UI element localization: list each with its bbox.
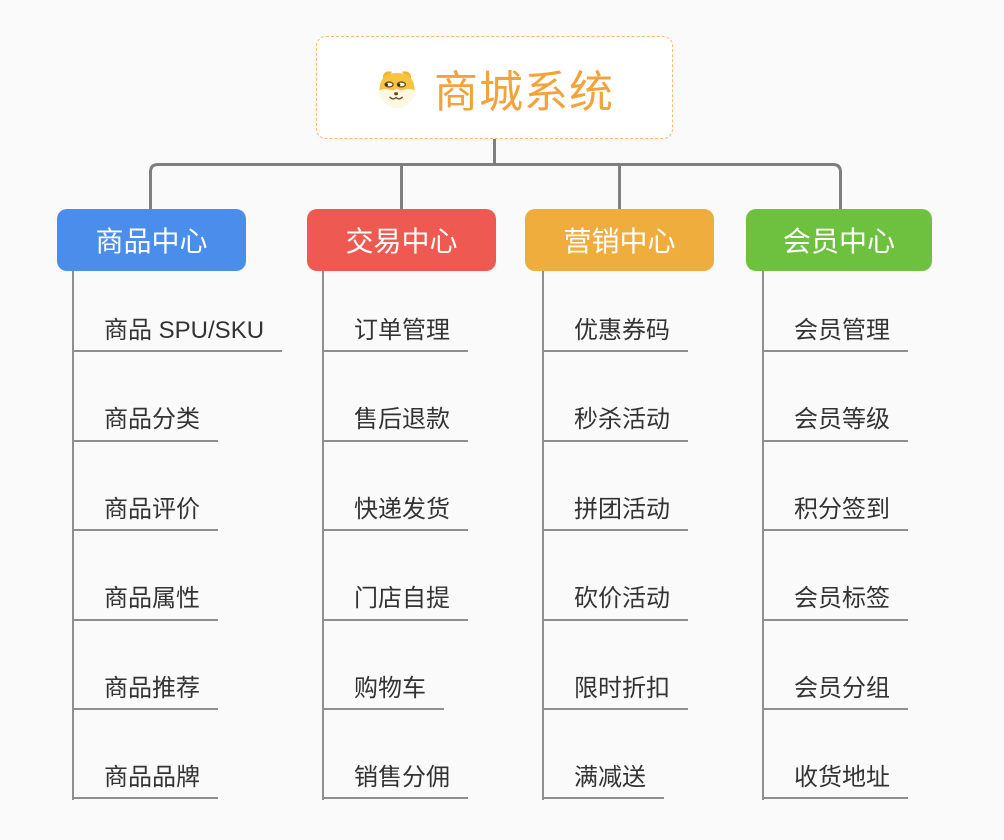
- branch-children-marketing-center: 优惠券码 秒杀活动 拼团活动 砍价活动 限时折扣 满减送: [542, 263, 688, 800]
- child-node-label: 商品推荐: [72, 675, 218, 710]
- child-node[interactable]: 商品评价: [72, 442, 218, 532]
- child-node-label: 商品评价: [72, 496, 218, 532]
- child-node[interactable]: 会员标签: [762, 531, 908, 621]
- root-node[interactable]: 商城系统: [316, 36, 673, 139]
- child-node[interactable]: 优惠券码: [542, 263, 688, 353]
- child-node[interactable]: 销售分佣: [322, 710, 468, 800]
- child-node-label: 商品 SPU/SKU: [72, 317, 283, 353]
- branch-label: 商品中心: [95, 226, 208, 257]
- branch-label: 营销中心: [563, 226, 676, 257]
- child-node[interactable]: 售后退款: [322, 352, 468, 442]
- child-node[interactable]: 订单管理: [322, 263, 468, 353]
- branch-rail-line: [149, 163, 842, 209]
- child-rail-line: [322, 271, 324, 800]
- child-rail-line: [72, 271, 74, 800]
- child-node[interactable]: 砍价活动: [542, 531, 688, 621]
- child-node[interactable]: 积分签到: [762, 442, 908, 532]
- branch-label: 会员中心: [782, 226, 895, 257]
- child-node-label: 门店自提: [322, 585, 468, 621]
- child-node[interactable]: 商品推荐: [72, 621, 218, 710]
- child-rail-line: [762, 271, 764, 800]
- child-node[interactable]: 会员等级: [762, 352, 908, 442]
- branch-children-trade-center: 订单管理 售后退款 快递发货 门店自提 购物车 销售分佣: [322, 263, 468, 800]
- child-node-label: 限时折扣: [542, 675, 688, 710]
- branch-label: 交易中心: [345, 226, 458, 257]
- root-title: 商城系统: [434, 67, 614, 117]
- child-node-label: 积分签到: [762, 496, 908, 532]
- dog-face-icon: [379, 70, 415, 108]
- child-node[interactable]: 商品分类: [72, 352, 218, 442]
- branch-children-member-center: 会员管理 会员等级 积分签到 会员标签 会员分组 收货地址: [762, 263, 908, 800]
- child-node-label: 销售分佣: [322, 764, 468, 800]
- child-node-label: 会员分组: [762, 675, 908, 710]
- child-node-label: 会员等级: [762, 407, 908, 442]
- child-node-label: 订单管理: [322, 317, 468, 353]
- child-node[interactable]: 会员管理: [762, 263, 908, 353]
- child-node[interactable]: 拼团活动: [542, 442, 688, 532]
- branch-node-member-center[interactable]: 会员中心: [746, 209, 932, 271]
- branch-node-trade-center[interactable]: 交易中心: [307, 209, 496, 271]
- child-node[interactable]: 收货地址: [762, 710, 908, 800]
- branch-children-product-center: 商品 SPU/SKU 商品分类 商品评价 商品属性 商品推荐 商品品牌: [72, 263, 283, 800]
- child-node-label: 满减送: [542, 764, 664, 800]
- child-node[interactable]: 商品品牌: [72, 710, 218, 800]
- child-node-label: 商品品牌: [72, 764, 218, 800]
- child-node-label: 收货地址: [762, 764, 908, 800]
- child-node[interactable]: 商品 SPU/SKU: [72, 263, 283, 353]
- child-rail-line: [542, 271, 544, 800]
- child-node-label: 砍价活动: [542, 585, 688, 621]
- child-node[interactable]: 限时折扣: [542, 621, 688, 710]
- child-node[interactable]: 快递发货: [322, 442, 468, 532]
- child-node[interactable]: 秒杀活动: [542, 352, 688, 442]
- child-node-label: 购物车: [322, 675, 444, 710]
- child-node-label: 商品分类: [72, 407, 218, 442]
- child-node-label: 会员标签: [762, 585, 908, 621]
- child-node-label: 拼团活动: [542, 496, 688, 532]
- child-node[interactable]: 会员分组: [762, 621, 908, 710]
- child-node-label: 会员管理: [762, 317, 908, 353]
- branch-node-marketing-center[interactable]: 营销中心: [525, 209, 714, 271]
- child-node[interactable]: 门店自提: [322, 531, 468, 621]
- child-node[interactable]: 购物车: [322, 621, 444, 710]
- child-node[interactable]: 商品属性: [72, 531, 218, 621]
- child-node-label: 快递发货: [322, 496, 468, 532]
- child-node[interactable]: 满减送: [542, 710, 664, 800]
- branch-node-product-center[interactable]: 商品中心: [57, 209, 246, 271]
- child-node-label: 优惠券码: [542, 317, 688, 353]
- child-node-label: 商品属性: [72, 585, 218, 621]
- child-node-label: 秒杀活动: [542, 407, 688, 442]
- child-node-label: 售后退款: [322, 407, 468, 442]
